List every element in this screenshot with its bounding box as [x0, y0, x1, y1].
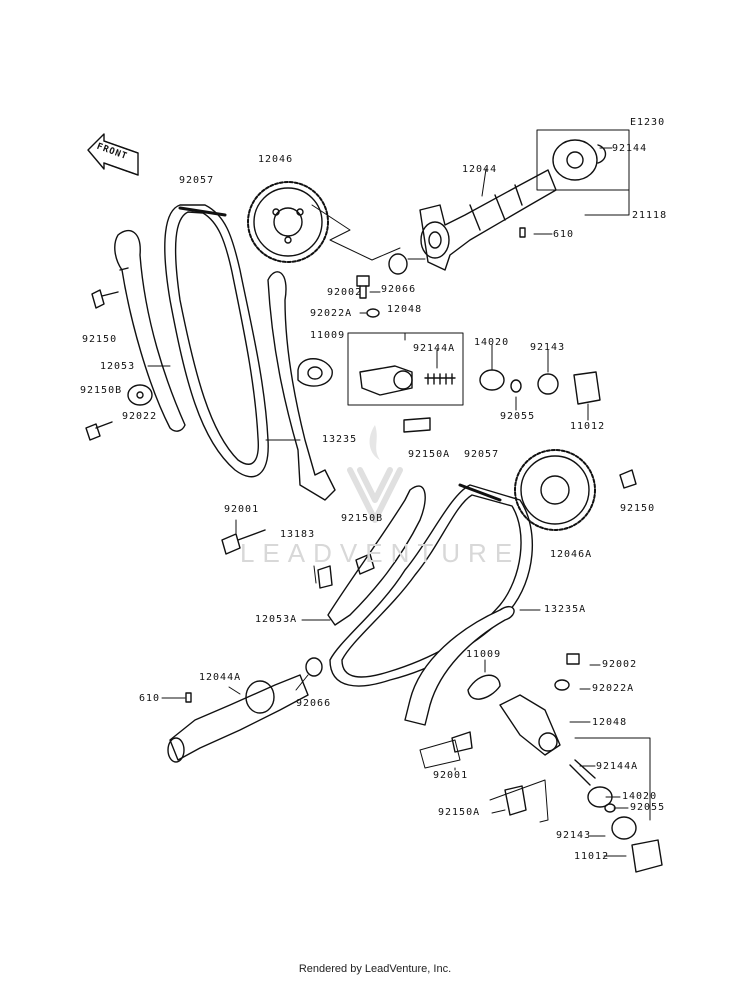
plug-92066-lower [305, 657, 323, 677]
washer-92022a-upper [366, 308, 380, 318]
part-label-92001: 92001 [224, 504, 260, 515]
part-label-92144a-lower: 92144A [596, 761, 639, 772]
part-label-13235a: 13235A [544, 604, 587, 615]
washer-92022a-lower [554, 679, 570, 691]
part-label-92022a: 92022A [310, 308, 353, 319]
plug-92066-upper [388, 253, 408, 275]
diagram-code: E1230 [630, 117, 666, 128]
part-label-12048-lower: 12048 [592, 717, 628, 728]
front-arrow-icon [87, 133, 139, 176]
part-label-12048: 12048 [387, 304, 423, 315]
part-label-92066: 92066 [381, 284, 417, 295]
part-label-12053: 12053 [100, 361, 136, 372]
tensioner-lower [499, 694, 561, 756]
part-label-14020-lower: 14020 [622, 791, 658, 802]
part-label-92055-lower: 92055 [630, 802, 666, 813]
part-label-92057-lower: 92057 [464, 449, 500, 460]
gasket-upper [297, 358, 333, 387]
bolt-92150a-lower [504, 785, 527, 816]
spring-92144a-lower [569, 759, 596, 786]
part-label-92066-lower: 92066 [296, 698, 332, 709]
collar-92143-upper [537, 373, 559, 395]
assembly-box-21118 [536, 129, 630, 191]
part-label-92022: 92022 [122, 411, 158, 422]
cap-nut-11012-upper [573, 371, 601, 405]
part-label-11012: 11012 [570, 421, 606, 432]
cam-chain-lower [329, 483, 534, 687]
part-label-92001-lower: 92001 [433, 770, 469, 781]
part-label-92055: 92055 [500, 411, 536, 422]
bolt-92002-lower [566, 653, 580, 665]
ring-92055-upper [510, 379, 522, 393]
part-label-92143: 92143 [530, 342, 566, 353]
nut-14020-upper [479, 369, 505, 391]
cam-chain-upper [164, 204, 269, 478]
bolt-92150b-lower [355, 553, 375, 575]
part-label-21118: 21118 [632, 210, 668, 221]
washer-92022 [127, 384, 153, 406]
bolt-92150a [403, 417, 431, 433]
watermark-logo [347, 425, 403, 523]
part-label-92150-lower: 92150 [620, 503, 656, 514]
part-label-92150: 92150 [82, 334, 118, 345]
part-label-92002-lower: 92002 [602, 659, 638, 670]
part-label-610: 610 [553, 229, 575, 240]
bolt-92150b [85, 421, 113, 441]
cam-cap-21118 [552, 139, 607, 181]
bracket-13183 [317, 565, 333, 589]
part-label-610-lower: 610 [139, 693, 161, 704]
chain-tensioner-guide-lower [404, 605, 515, 726]
camshaft-upper [419, 169, 557, 271]
part-label-12053a: 12053A [255, 614, 298, 625]
part-label-92150a-lower: 92150A [438, 807, 481, 818]
part-label-92150b-lower: 92150B [341, 513, 384, 524]
part-label-12044: 12044 [462, 164, 498, 175]
part-label-13235: 13235 [322, 434, 358, 445]
bolt-92002-upper [356, 275, 370, 299]
part-label-12046a: 12046A [550, 549, 593, 560]
part-label-92143-lower: 92143 [556, 830, 592, 841]
part-label-92002: 92002 [327, 287, 363, 298]
part-label-11012-lower: 11012 [574, 851, 610, 862]
leader-lines [147, 147, 629, 857]
part-label-92150b: 92150B [80, 385, 123, 396]
camshaft-lower [167, 674, 309, 763]
sprocket-upper [247, 181, 329, 263]
bolt-92150-lower [619, 469, 637, 489]
part-label-12044a: 12044A [199, 672, 242, 683]
part-label-14020: 14020 [474, 337, 510, 348]
sprocket-lower [514, 449, 596, 531]
tensioner-upper [359, 365, 456, 396]
part-label-92144: 92144 [612, 143, 648, 154]
bolt-92001-lower [451, 731, 473, 753]
part-label-92022a-lower: 92022A [592, 683, 635, 694]
part-label-92057: 92057 [179, 175, 215, 186]
watermark-text: LEADVENTURE [240, 538, 521, 568]
chain-tensioner-guide-upper [267, 271, 336, 501]
chain-guide-lower [327, 485, 426, 626]
gasket-lower [467, 674, 501, 700]
footer-credit: Rendered by LeadVenture, Inc. [298, 963, 452, 975]
part-label-11009: 11009 [310, 330, 346, 341]
part-label-92150a: 92150A [408, 449, 451, 460]
bolt-92150 [91, 289, 119, 309]
collar-92143-lower [611, 816, 637, 840]
bolt-92001-upper [221, 529, 266, 555]
dowel-pin-upper [519, 227, 526, 238]
part-label-12046: 12046 [258, 154, 294, 165]
part-label-13183: 13183 [280, 529, 316, 540]
dowel-pin-lower [185, 692, 192, 703]
cap-nut-11012-lower [631, 839, 663, 873]
chain-guide-upper [114, 229, 186, 432]
part-label-92144a: 92144A [413, 343, 456, 354]
part-label-11009-lower: 11009 [466, 649, 502, 660]
